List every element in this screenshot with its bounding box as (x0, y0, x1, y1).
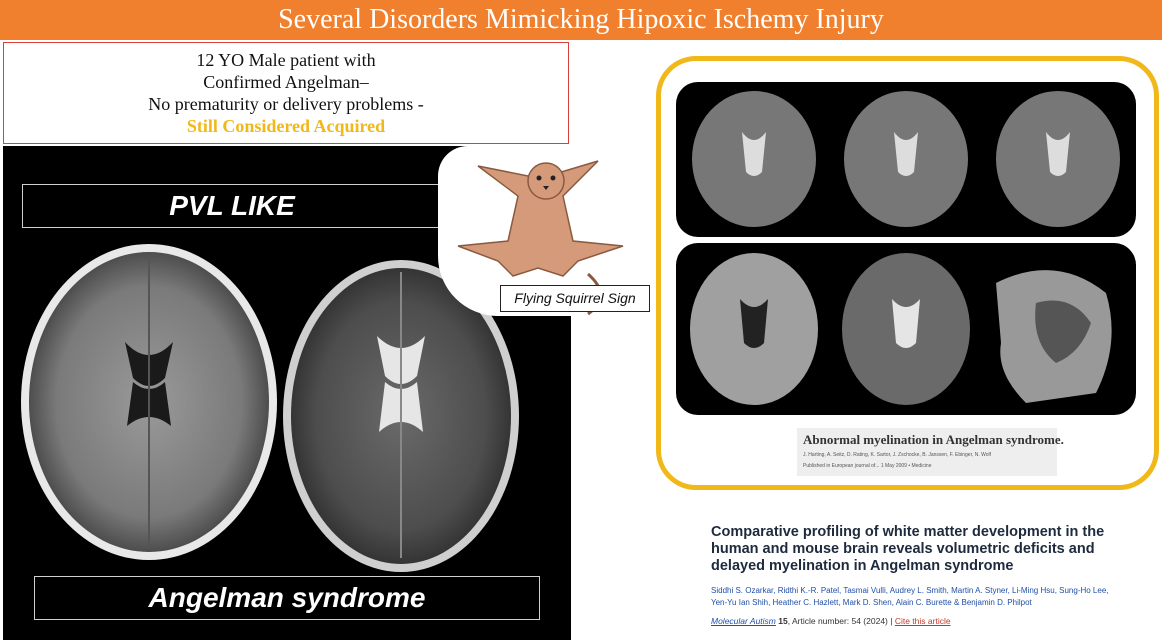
mri-strip-top (676, 82, 1136, 237)
slide-title: Several Disorders Mimicking Hipoxic Isch… (0, 0, 1162, 40)
patient-line-3: No prematurity or delivery problems - (148, 94, 424, 114)
reference-2-authors[interactable]: Siddhi S. Ozarkar, Ridthi K.-R. Patel, T… (711, 586, 1109, 607)
journal-article: , Article number: 54 (2024) (787, 616, 888, 626)
reference-2-journal-line: Molecular Autism 15, Article number: 54 … (711, 616, 951, 626)
pvl-like-label: PVL LIKE (22, 184, 442, 228)
flying-squirrel-caption: Flying Squirrel Sign (500, 285, 650, 312)
journal-volume: 15 (778, 616, 788, 626)
patient-info-box: 12 YO Male patient with Confirmed Angelm… (3, 42, 569, 144)
reference-1-authors: J. Harting, A. Seitz, D. Rating, K. Sart… (803, 452, 992, 458)
axial-mri-images (21, 244, 519, 572)
cite-this-article-link[interactable]: Cite this article (894, 616, 951, 626)
patient-line-2: Confirmed Angelman– (203, 72, 369, 92)
patient-line-4: Still Considered Acquired (186, 116, 386, 136)
reference-1-title: Abnormal myelination in Angelman syndrom… (803, 432, 1064, 447)
patient-line-1: 12 YO Male patient with (196, 50, 376, 70)
reference-1-citation: Abnormal myelination in Angelman syndrom… (797, 428, 1064, 476)
flying-squirrel-icon (457, 160, 624, 316)
angelman-syndrome-label: Angelman syndrome (34, 576, 540, 620)
mri-strip-bottom (676, 243, 1136, 415)
reference-1-published: Published in European journal of... 1 Ma… (803, 463, 932, 469)
reference-2-title: Comparative profiling of white matter de… (711, 524, 1105, 574)
journal-link[interactable]: Molecular Autism (711, 616, 776, 626)
